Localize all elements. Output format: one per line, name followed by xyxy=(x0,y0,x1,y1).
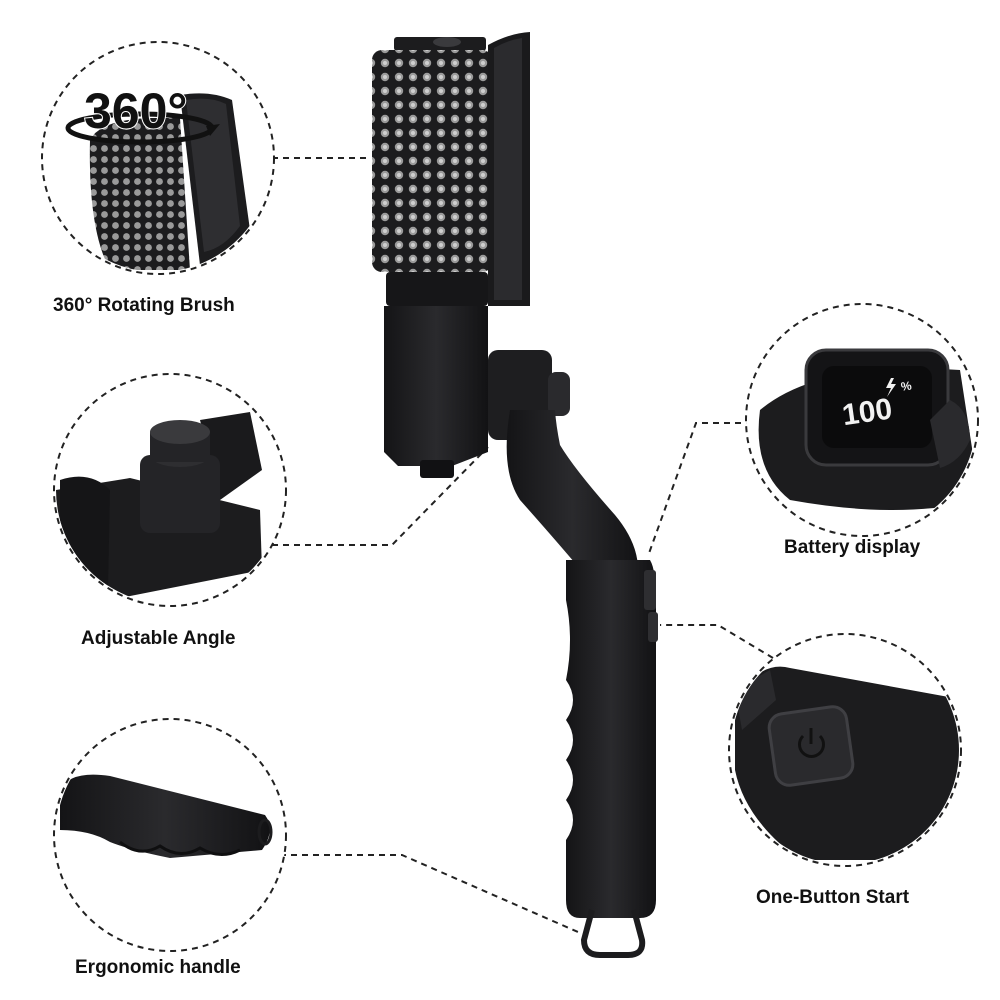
feature-label-one-button-start: One-Button Start xyxy=(756,887,910,908)
detail-one-button-start xyxy=(735,666,959,860)
detail-adjustable-angle xyxy=(56,412,262,600)
leader-line-ergonomic-handle xyxy=(280,854,579,933)
product-brush-device xyxy=(372,32,658,958)
feature-label-rotating-brush: 360° Rotating Brush xyxy=(53,295,235,316)
feature-label-battery-display: Battery display xyxy=(784,537,921,558)
leader-line-adjustable-angle xyxy=(272,446,489,546)
feature-label-adjustable-angle: Adjustable Angle xyxy=(81,628,236,649)
rotating-360-badge: 360° xyxy=(84,83,187,139)
leader-line-one-button-start xyxy=(660,624,774,659)
leader-line-battery-display xyxy=(647,422,752,557)
detail-battery-display xyxy=(758,348,976,510)
detail-ergonomic-handle xyxy=(60,774,273,858)
feature-label-ergonomic-handle: Ergonomic handle xyxy=(75,957,241,978)
power-icon xyxy=(798,728,825,758)
handle-neck xyxy=(506,410,639,575)
leader-lines xyxy=(272,157,774,933)
battery-readout: 100 xyxy=(840,392,894,432)
power-button xyxy=(767,705,855,787)
motor-housing xyxy=(384,306,488,466)
handle-grip xyxy=(566,560,656,918)
detail-rotating-brush xyxy=(65,93,250,270)
battery-unit: % xyxy=(900,378,913,393)
charging-bolt-icon xyxy=(886,378,896,397)
brush-cylinder xyxy=(372,50,492,272)
lanyard-loop xyxy=(580,909,646,958)
